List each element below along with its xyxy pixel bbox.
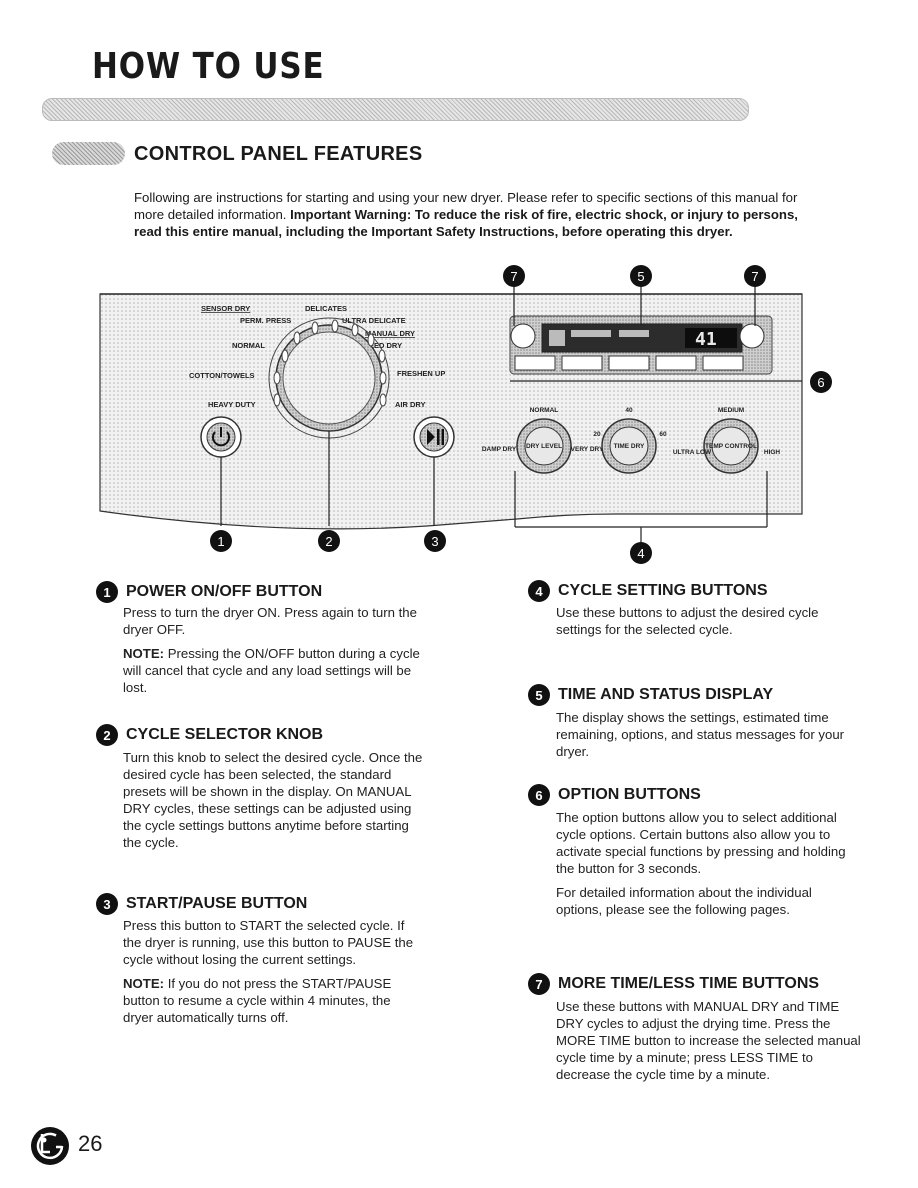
feature-title: CYCLE SETTING BUTTONS (558, 582, 768, 599)
feature-text: Use these buttons with MANUAL DRY and TI… (556, 999, 861, 1082)
time-dry-label: TIME DRY (614, 443, 645, 450)
note-label: NOTE: (123, 976, 165, 991)
feature-note: NOTE: Pressing the ON/OFF button during … (123, 645, 423, 696)
callout-1: 1 (210, 530, 232, 552)
feature-body-more-less-time: Use these buttons with MANUAL DRY and TI… (556, 998, 861, 1090)
label-cotton-towels: COTTON/TOWELS (189, 371, 255, 380)
feature-heading-cycle-selector: 2 CYCLE SELECTOR KNOB (96, 724, 323, 746)
feature-number: 2 (96, 724, 118, 746)
feature-heading-cycle-setting: 4 CYCLE SETTING BUTTONS (528, 580, 768, 602)
dry-level-top: NORMAL (530, 407, 559, 414)
intro-warning: Important Warning: To reduce the risk of… (134, 207, 798, 239)
feature-text: The display shows the settings, estimate… (556, 710, 845, 759)
temp-control-label: TEMP CONTROL (705, 443, 757, 450)
callout-7-left: 7 (503, 265, 525, 287)
section-pill-decoration (52, 142, 125, 165)
feature-heading-more-less-time: 7 MORE TIME/LESS TIME BUTTONS (528, 973, 819, 995)
feature-heading-power: 1 POWER ON/OFF BUTTON (96, 581, 322, 603)
feature-number: 3 (96, 893, 118, 915)
feature-heading-display: 5 TIME AND STATUS DISPLAY (528, 684, 773, 706)
dry-level-left: DAMP DRY (482, 446, 517, 453)
power-button[interactable] (200, 416, 242, 458)
temp-control-knob[interactable]: TEMP CONTROL MEDIUM ULTRA LOW HIGH (673, 407, 781, 474)
feature-title: POWER ON/OFF BUTTON (126, 583, 323, 600)
callout-3: 3 (424, 530, 446, 552)
feature-title: OPTION BUTTONS (558, 786, 701, 803)
display-digits: 41 (695, 329, 717, 350)
time-dry-left: 20 (593, 431, 601, 438)
page-number: 26 (78, 1131, 103, 1156)
feature-title: CYCLE SELECTOR KNOB (126, 726, 324, 743)
label-delicates: DELICATES (305, 304, 347, 313)
time-dry-knob[interactable]: TIME DRY 40 20 60 (593, 407, 667, 474)
more-time-button[interactable] (510, 323, 536, 349)
label-air-dry: AIR DRY (395, 400, 426, 409)
label-heavy-duty: HEAVY DUTY (208, 400, 256, 409)
feature-heading-options: 6 OPTION BUTTONS (528, 784, 701, 806)
feature-heading-start-pause: 3 START/PAUSE BUTTON (96, 893, 307, 915)
label-ultra-delicate: ULTRA DELICATE (342, 316, 406, 325)
label-normal: NORMAL (232, 341, 265, 350)
callout-2: 2 (318, 530, 340, 552)
label-sensor-dry: SENSOR DRY (201, 304, 250, 313)
time-dry-top: 40 (625, 407, 633, 414)
intro-text: Following are instructions for starting … (134, 190, 798, 222)
intro-paragraph: Following are instructions for starting … (134, 189, 814, 240)
callout-7-right: 7 (744, 265, 766, 287)
feature-body-cycle-selector: Turn this knob to select the desired cyc… (123, 749, 423, 858)
feature-text: The option buttons allow you to select a… (556, 810, 846, 876)
feature-text: Press to turn the dryer ON. Press again … (123, 605, 417, 637)
page-title: HOW TO USE (92, 46, 325, 87)
feature-number: 7 (528, 973, 550, 995)
feature-body-display: The display shows the settings, estimate… (556, 709, 871, 767)
feature-title: TIME AND STATUS DISPLAY (558, 686, 774, 703)
feature-body-start-pause: Press this button to START the selected … (123, 917, 423, 1033)
feature-title: START/PAUSE BUTTON (126, 895, 308, 912)
callout-5: 5 (630, 265, 652, 287)
feature-number: 1 (96, 581, 118, 603)
temp-control-top: MEDIUM (718, 407, 744, 414)
feature-extra: For detailed information about the indiv… (556, 885, 812, 917)
label-perm-press: PERM. PRESS (240, 316, 291, 325)
callout-6: 6 (810, 371, 832, 393)
title-bar-decoration (42, 98, 749, 121)
label-freshen-up: FRESHEN UP (397, 369, 445, 378)
dry-level-knob[interactable]: DRY LEVEL NORMAL DAMP DRY VERY DRY (482, 407, 604, 474)
control-panel-diagram: SENSOR DRY DELICATES PERM. PRESS ULTRA D… (99, 286, 803, 544)
feature-text: Turn this knob to select the desired cyc… (123, 750, 423, 850)
feature-number: 6 (528, 784, 550, 806)
label-speed-dry: SPEED DRY (359, 341, 402, 350)
start-pause-button[interactable] (413, 416, 455, 458)
feature-body-options: The option buttons allow you to select a… (556, 809, 856, 925)
less-time-button[interactable] (739, 323, 765, 349)
dry-level-right: VERY DRY (571, 446, 604, 453)
label-manual-dry: MANUAL DRY (365, 329, 415, 338)
callout-4: 4 (630, 542, 652, 564)
feature-number: 4 (528, 580, 550, 602)
dry-level-label: DRY LEVEL (526, 443, 562, 450)
note-label: NOTE: (123, 646, 165, 661)
lg-logo-icon (31, 1127, 69, 1165)
temp-control-right: HIGH (764, 449, 781, 456)
section-title: CONTROL PANEL FEATURES (134, 143, 423, 165)
feature-title: MORE TIME/LESS TIME BUTTONS (558, 975, 820, 992)
note-text: If you do not press the START/PAUSE butt… (123, 976, 392, 1025)
option-buttons-row[interactable] (514, 355, 744, 371)
note-text: Pressing the ON/OFF button during a cycl… (123, 646, 420, 695)
feature-number: 5 (528, 684, 550, 706)
feature-text: Press this button to START the selected … (123, 918, 414, 967)
feature-body-power: Press to turn the dryer ON. Press again … (123, 604, 423, 703)
feature-text: Use these buttons to adjust the desired … (556, 605, 819, 637)
temp-control-left: ULTRA LOW (673, 449, 712, 456)
feature-body-cycle-setting: Use these buttons to adjust the desired … (556, 604, 866, 645)
time-dry-right: 60 (659, 431, 667, 438)
feature-note: NOTE: If you do not press the START/PAUS… (123, 975, 423, 1026)
